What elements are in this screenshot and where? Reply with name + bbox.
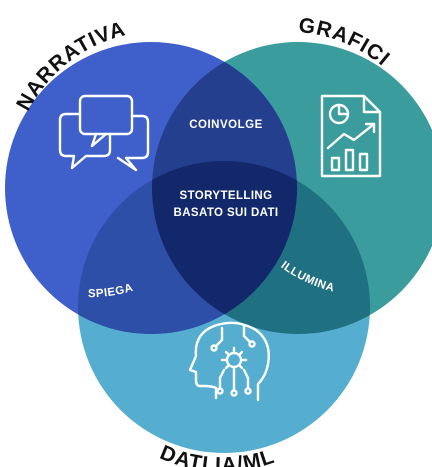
ai-head-icon	[188, 321, 270, 402]
speech-bubbles-icon	[58, 94, 150, 172]
label-coinvolge: COINVOLGE	[189, 119, 263, 131]
chart-document-icon	[320, 94, 382, 178]
center-label-line1: STORYTELLING	[180, 190, 273, 202]
overlap-center	[152, 161, 297, 334]
center-label-line2: BASATO SUI DATI	[173, 207, 278, 219]
